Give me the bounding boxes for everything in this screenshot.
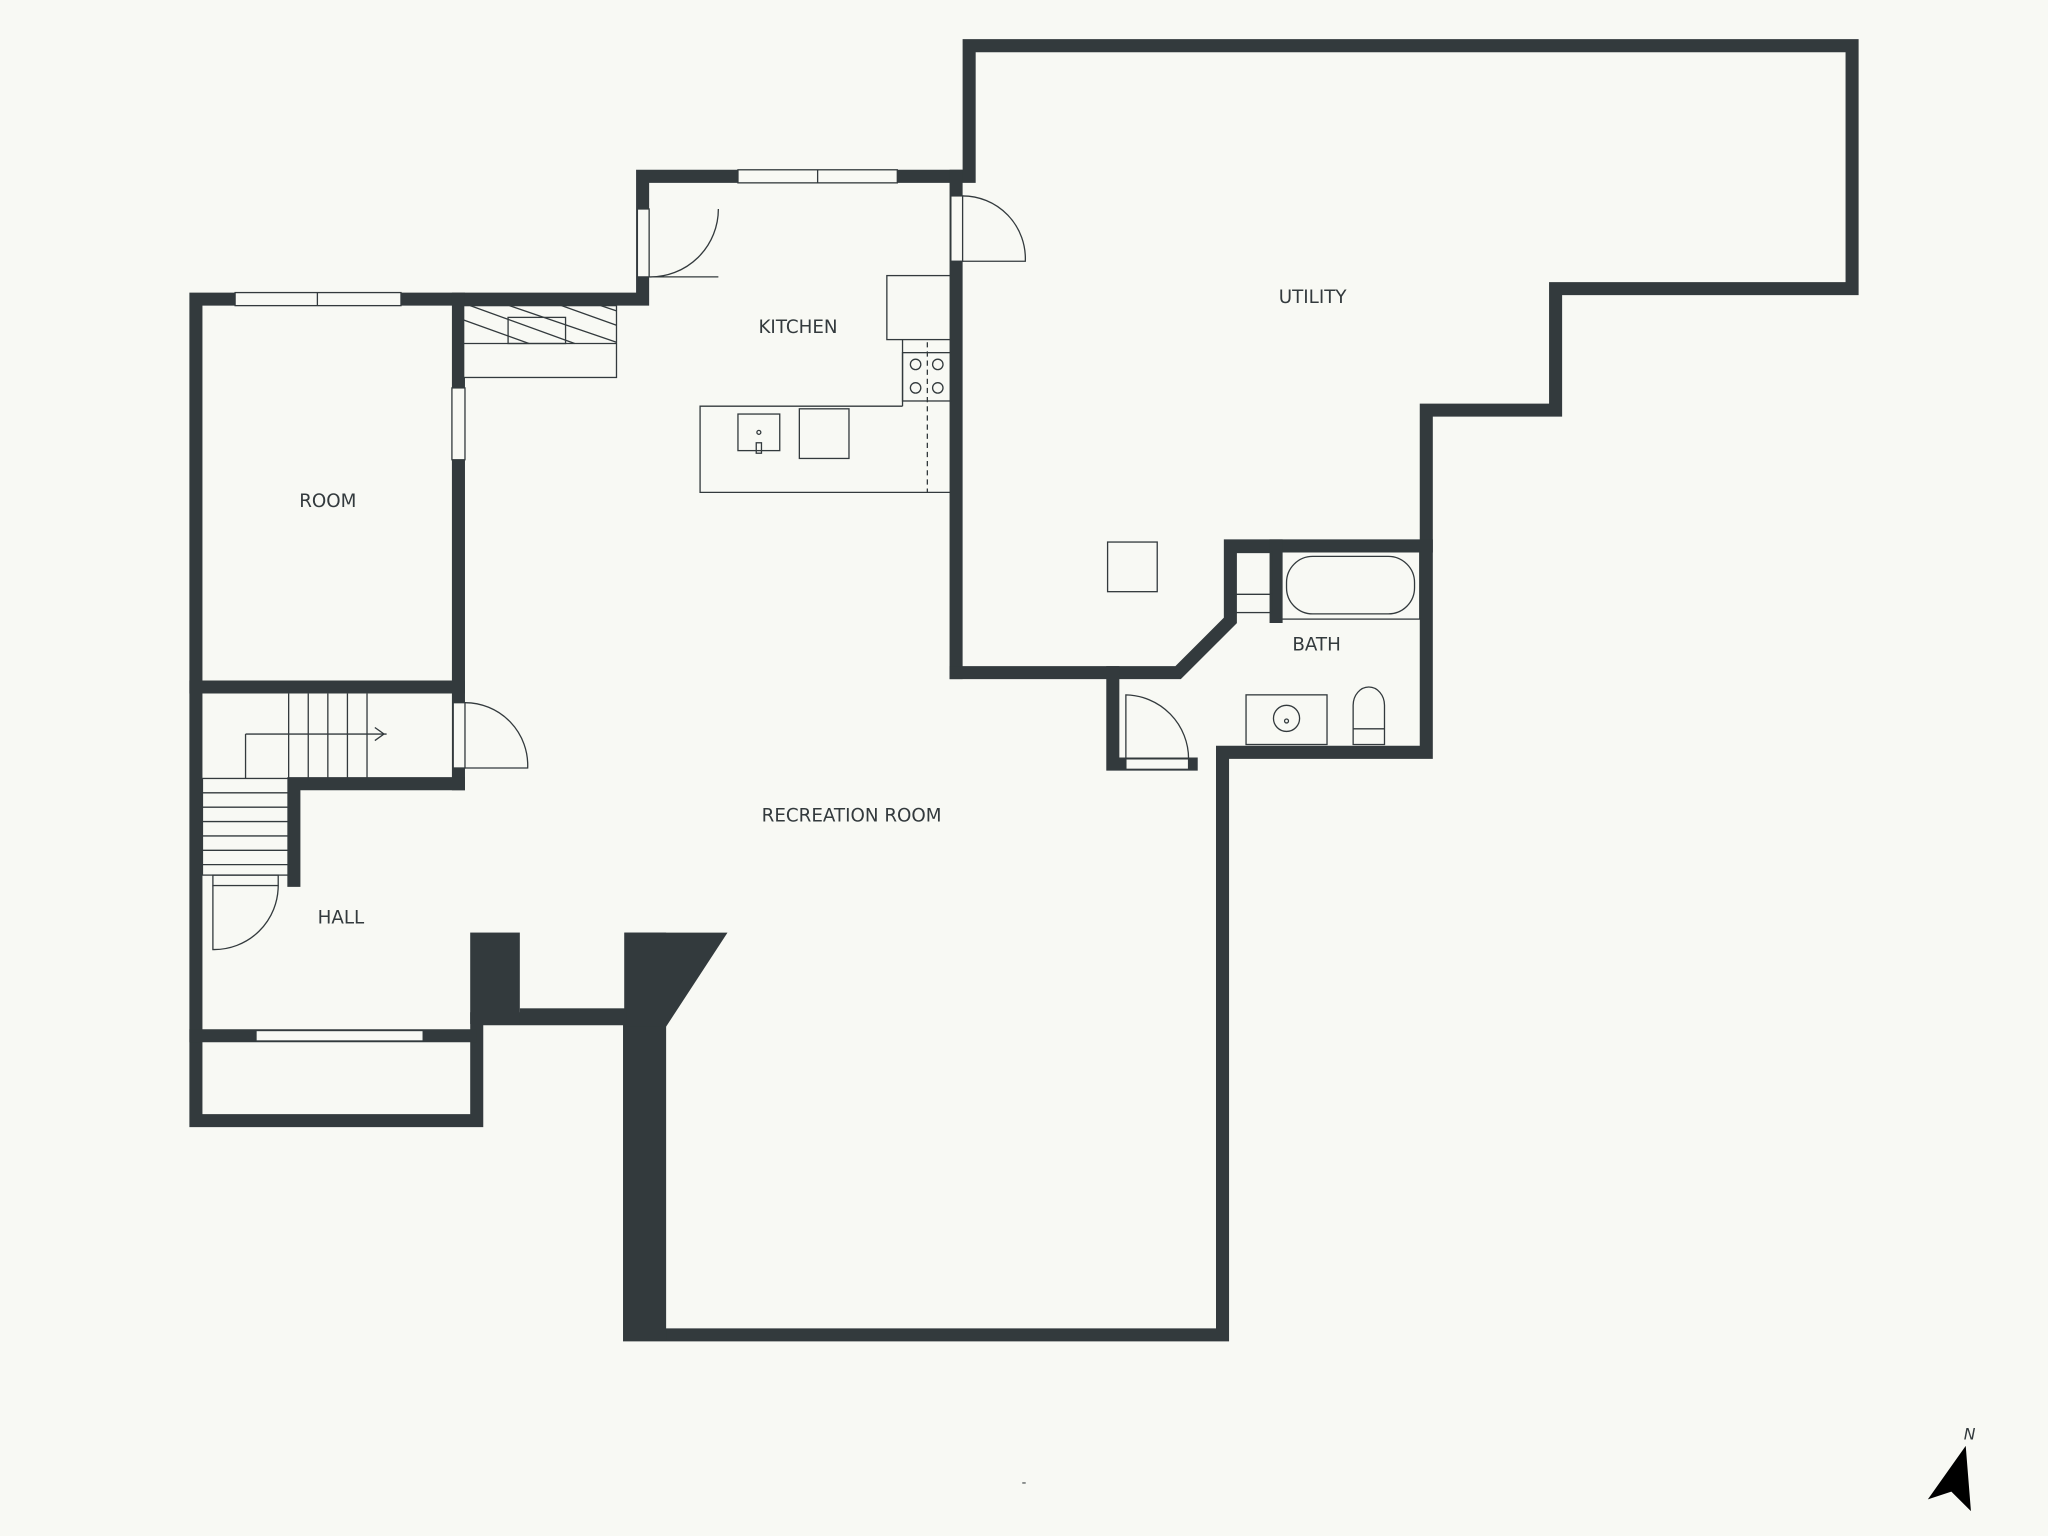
stairs [201, 693, 387, 876]
sink-icon [737, 413, 781, 452]
doors[interactable] [212, 195, 1190, 951]
compass-label: N [1964, 1424, 1976, 1443]
utility-fixture [1106, 541, 1158, 593]
label-room: ROOM [299, 491, 356, 512]
room-labels: KITCHEN UTILITY ROOM BATH RECREATION ROO… [299, 287, 1347, 928]
footer-text: - [1022, 1475, 1027, 1490]
walls [189, 39, 1859, 1342]
vanity-icon [1245, 694, 1328, 746]
north-arrow-icon: N [1927, 1424, 1976, 1512]
bath-fixtures [1234, 550, 1421, 746]
windows [234, 169, 898, 1042]
label-recreation-room: RECREATION ROOM [762, 806, 942, 827]
label-bath: BATH [1292, 634, 1341, 655]
kitchen-fixtures [463, 274, 952, 494]
label-utility: UTILITY [1279, 287, 1348, 308]
bathtub-icon [1280, 550, 1421, 620]
stove-icon [901, 352, 952, 402]
label-hall: HALL [318, 907, 365, 928]
label-kitchen: KITCHEN [758, 317, 837, 338]
toilet-icon [1352, 686, 1386, 746]
